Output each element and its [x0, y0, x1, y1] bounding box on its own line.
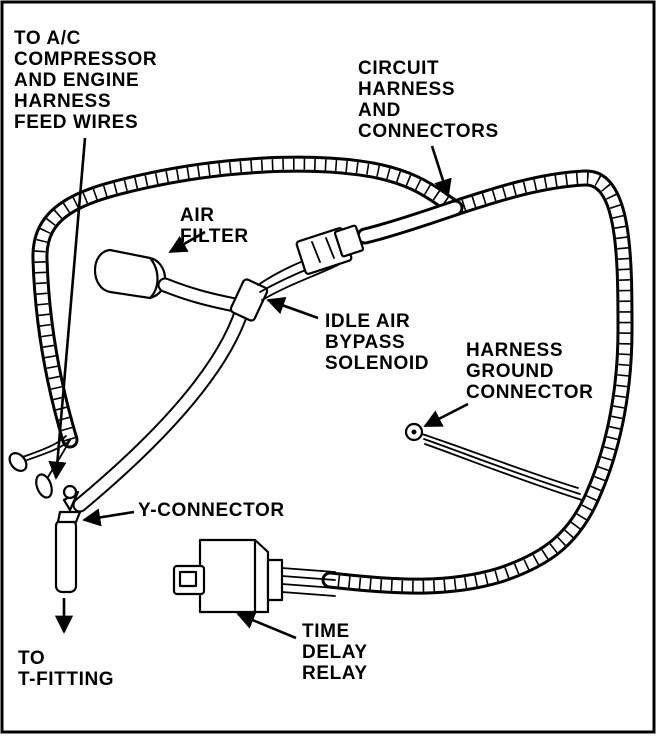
- y-connector: [54, 484, 82, 594]
- leader-lines: [48, 137, 469, 640]
- leader-ground: [423, 402, 469, 428]
- circuit-harness: [31, 155, 634, 595]
- leader-y-connector: [82, 508, 135, 527]
- leader-ac-feed: [48, 137, 87, 480]
- time-delay-relay: [172, 538, 336, 614]
- leader-relay: [236, 611, 297, 640]
- idle-air-bypass-solenoid: [72, 224, 365, 513]
- figure-border: [0, 0, 656, 734]
- leader-circuit: [430, 145, 452, 198]
- harness-ground-connector: [404, 422, 583, 501]
- air-filter: [94, 248, 243, 313]
- feed-wires: [8, 435, 71, 499]
- label-y-connector: Y-CONNECTOR: [138, 500, 285, 521]
- leader-air-filter: [168, 230, 206, 254]
- leader-solenoid: [266, 296, 319, 320]
